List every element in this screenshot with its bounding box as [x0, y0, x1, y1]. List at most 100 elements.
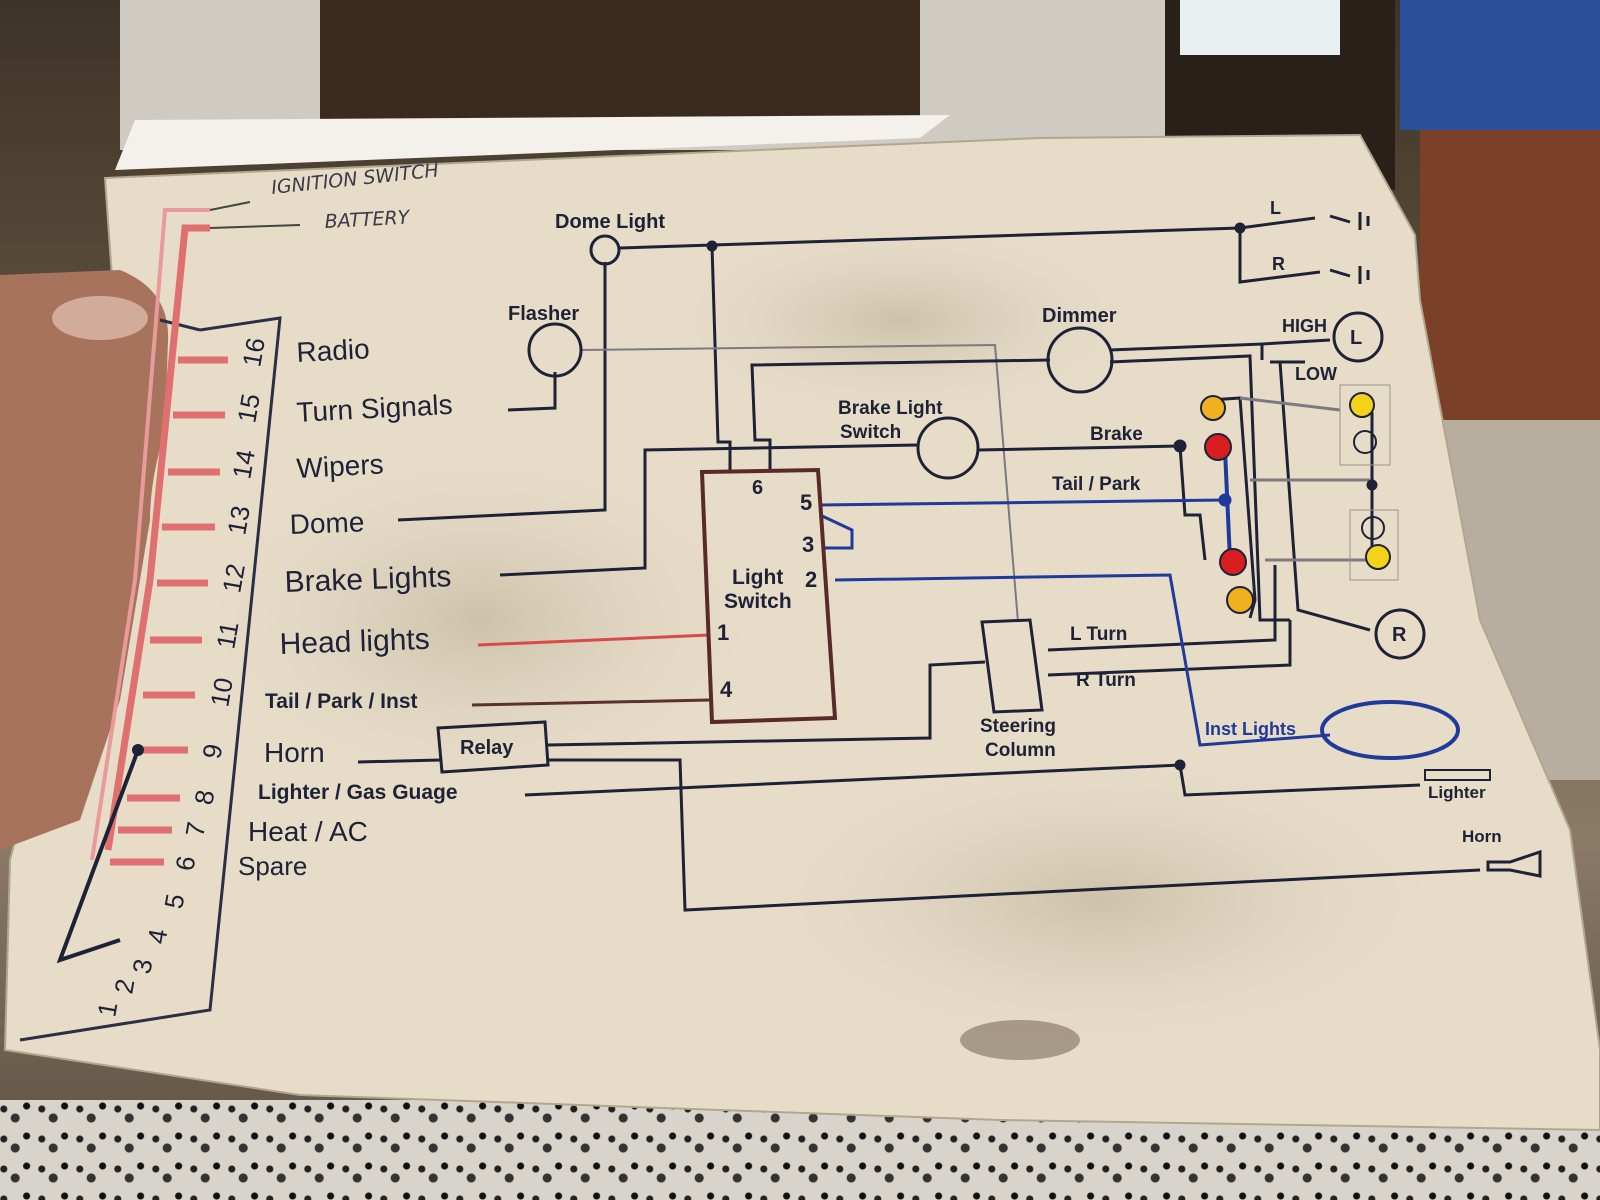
lamp-red: [1219, 548, 1247, 576]
label-radio: Radio: [296, 333, 371, 368]
lamp-yellow: [1349, 392, 1375, 418]
flasher: Flasher: [508, 303, 583, 378]
lamp-red: [1204, 433, 1232, 461]
wire-relay-to-steering: [547, 660, 986, 747]
brake-switch-label-1: Brake Light: [838, 398, 943, 419]
fuse-number-1: 1: [91, 1000, 123, 1019]
wire-tail-park-blue: [819, 498, 1226, 507]
label-lighter-gas: Lighter / Gas Guage: [258, 781, 458, 804]
horn-body: [1486, 849, 1542, 878]
fuse-number-14: 14: [226, 447, 261, 481]
wire-rear-harness: [1209, 396, 1257, 619]
fuse-numbers: 16 15 14 13 12 11 10 9 8 7 6 5 4 3 2 1: [91, 335, 271, 1019]
paper-back-sheet: [115, 115, 950, 170]
shelf: [320, 0, 920, 120]
headlamp-left-label: L: [1350, 327, 1362, 349]
lighter-body: [1424, 769, 1491, 781]
wire-lighter: [524, 763, 1421, 797]
brake-switch-label-2: Switch: [840, 422, 901, 443]
headlamp-left-circle: [1332, 311, 1384, 363]
l-turn-label: L Turn: [1070, 624, 1127, 645]
wire-turn-to-flasher: [507, 372, 557, 412]
brake-light-switch: Brake Light Switch: [838, 398, 980, 480]
lamp-amber: [1200, 395, 1226, 421]
wire-horn-to-relay: [357, 758, 441, 764]
brake-switch-body: [916, 416, 980, 480]
wire-r-turn: [1047, 620, 1292, 677]
wire-lowbeam-r: [1278, 361, 1371, 632]
headlamp-right: R: [1374, 608, 1426, 660]
wire-switch-to-dimmer: [750, 358, 1051, 470]
wire-dome: [397, 262, 607, 522]
wire-door-r: [1238, 228, 1321, 284]
door-switch-l: [1329, 212, 1370, 230]
wire-brake-lamps: [1178, 445, 1207, 561]
fuse-ground-wire: [56, 749, 140, 964]
headlamp-right-circle: [1374, 608, 1426, 660]
lighter: Lighter: [1424, 769, 1491, 802]
wire-headlights-red: [477, 633, 711, 647]
fuse-number-9: 9: [196, 742, 228, 761]
fuse-number-6: 6: [169, 854, 201, 873]
dome-light-bulb: [589, 234, 621, 266]
high-beam-label: HIGH: [1282, 316, 1327, 336]
battery-bus-red: [104, 224, 210, 851]
wire-tail-to-pin4: [471, 698, 711, 707]
lamp-bracket: [1339, 384, 1391, 466]
wire-l-turn: [1047, 565, 1277, 652]
relay-label: Relay: [460, 737, 514, 759]
relay-box: [436, 720, 550, 774]
wire-bus-to-switch: [710, 245, 732, 470]
rear-lamps: [1200, 392, 1391, 614]
headlamp-right-label: R: [1392, 624, 1407, 646]
dome-light: Dome Light: [555, 211, 665, 266]
fuse-number-10: 10: [204, 675, 239, 709]
flasher-body: [527, 322, 583, 378]
ignition-bus-red: [90, 208, 210, 861]
junction-dot: [1218, 493, 1232, 507]
horn-relay: Relay: [436, 720, 550, 774]
wire-rear-right: [1239, 396, 1341, 412]
label-tail-park-inst: Tail / Park / Inst: [265, 690, 418, 713]
brake-wire-label: Brake: [1090, 424, 1143, 445]
steering-label-2: Column: [985, 740, 1056, 761]
fuse-number-16: 16: [236, 335, 271, 369]
inst-lights: Inst Lights: [1205, 700, 1460, 760]
lighter-label: Lighter: [1428, 783, 1486, 802]
cabinet: [1420, 130, 1600, 460]
fuse-number-13: 13: [221, 503, 256, 537]
light-switch-box: [699, 467, 838, 725]
dimmer-label: Dimmer: [1042, 305, 1117, 327]
label-head-lights: Head lights: [279, 623, 430, 661]
junction-dot: [132, 744, 144, 756]
dimmer-body: [1046, 326, 1114, 394]
fuse-number-15: 15: [231, 391, 266, 425]
r-turn-label: R Turn: [1076, 670, 1136, 691]
wires-dark: [357, 212, 1481, 912]
label-spare: Spare: [238, 851, 307, 881]
inst-lights-label: Inst Lights: [1205, 719, 1296, 739]
fuse-number-3: 3: [126, 957, 158, 976]
pin-2: 2: [805, 567, 817, 592]
headlamp-left: L: [1332, 311, 1384, 363]
fuse-number-12: 12: [216, 561, 251, 595]
horn-unit: Horn: [1462, 827, 1542, 878]
wire-high-to-lamp: [1261, 338, 1331, 346]
horn-label: Horn: [1462, 827, 1502, 846]
low-beam-label: LOW: [1295, 364, 1337, 384]
junction-dot: [1234, 222, 1246, 234]
fuse-block-back: [159, 318, 201, 332]
door-window: [1180, 0, 1340, 55]
flasher-label: Flasher: [508, 303, 579, 325]
paper-stain: [780, 760, 1420, 1040]
label-brake-lights: Brake Lights: [284, 560, 452, 599]
pin-6: 6: [752, 477, 763, 499]
lamp-yellow: [1365, 544, 1391, 570]
pin-3: 3: [802, 532, 814, 557]
junction-dot: [1174, 759, 1186, 771]
pin-4: 4: [720, 677, 733, 702]
light-switch-label-2: Switch: [724, 590, 792, 613]
label-horn: Horn: [264, 737, 325, 768]
